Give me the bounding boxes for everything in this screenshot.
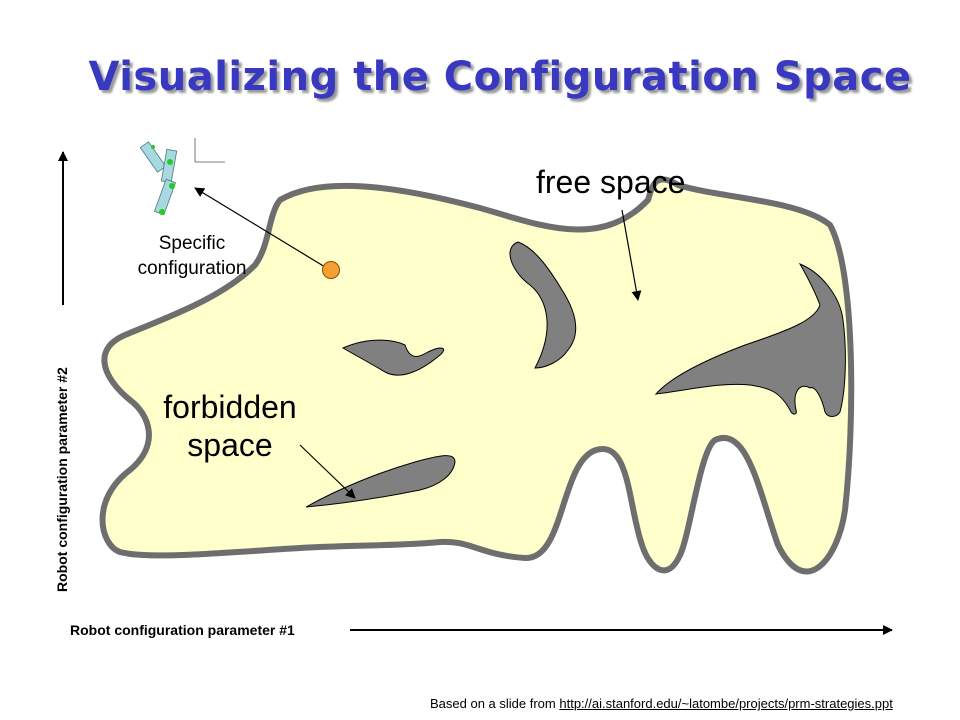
footer-text: Based on a slide from — [430, 696, 560, 711]
specific-configuration-label: Specific configuration — [112, 231, 272, 281]
forbidden-label-line1: forbidden — [163, 389, 297, 425]
specific-label-line1: Specific — [158, 233, 226, 254]
free-space-label: free space — [536, 164, 686, 200]
y-axis-label: Robot configuration parameter #2 — [54, 367, 70, 592]
slide-title: Visualizing the Configuration Space — [88, 54, 912, 100]
obstacle-1 — [341, 339, 444, 376]
specific-label-line2: configuration — [137, 258, 247, 279]
free-space-arrow — [621, 209, 642, 301]
obstacle-3 — [654, 263, 846, 417]
configuration-arrow — [194, 187, 331, 271]
forbidden-space-label: forbidden space — [130, 388, 330, 464]
footer-source: Based on a slide from http://ai.stanford… — [430, 696, 893, 711]
obstacle-4 — [305, 455, 456, 508]
robot-arm-inset — [139, 138, 225, 216]
source-link[interactable]: http://ai.stanford.edu/~latombe/projects… — [559, 696, 893, 711]
forbidden-space-arrow — [299, 444, 356, 499]
free-space-region — [99, 176, 855, 575]
configuration-point — [322, 261, 340, 279]
x-axis-label: Robot configuration parameter #1 — [70, 622, 295, 638]
forbidden-label-line2: space — [187, 427, 273, 463]
obstacle-2 — [509, 241, 577, 369]
